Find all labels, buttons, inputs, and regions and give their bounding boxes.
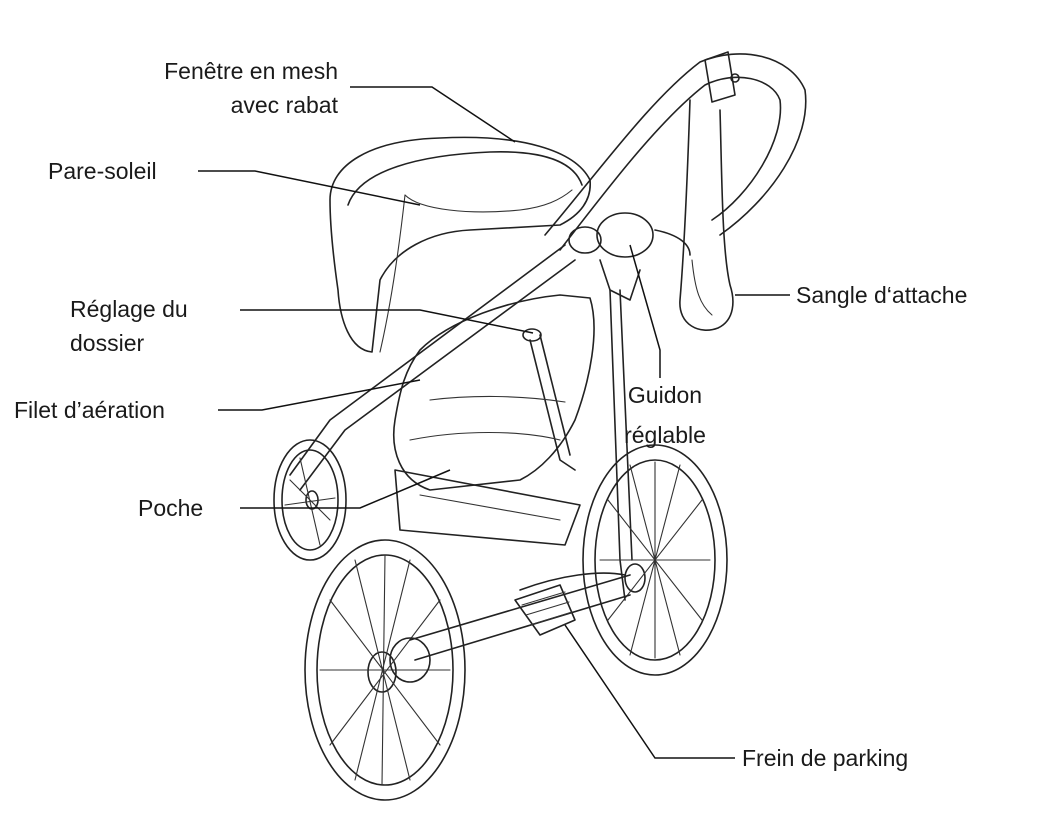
label-wrist-strap: Sangle d‘attache xyxy=(796,278,967,312)
label-ventilation-net: Filet d’aération xyxy=(14,393,165,427)
label-pocket: Poche xyxy=(138,491,203,525)
canopy xyxy=(330,137,590,352)
rear-wheel-left xyxy=(305,540,465,800)
seat xyxy=(394,295,594,545)
label-parking-brake: Frein de parking xyxy=(742,741,908,775)
label-sun-canopy: Pare-soleil xyxy=(48,154,157,188)
leader-mesh-window xyxy=(350,87,515,142)
frame xyxy=(290,245,632,600)
label-mesh-window-line1: Fenêtre en mesh xyxy=(80,54,338,88)
leader-handlebar xyxy=(630,245,660,378)
hinge xyxy=(569,213,690,300)
front-wheel xyxy=(274,440,346,560)
rear-wheel-right xyxy=(583,445,727,675)
label-backrest-line2: dossier xyxy=(70,326,144,360)
leader-sun-canopy xyxy=(198,171,420,205)
label-handlebar-line1: Guidon xyxy=(610,378,720,412)
wrist-strap-drawing xyxy=(680,100,733,330)
leader-parking-brake xyxy=(565,625,735,758)
handlebar xyxy=(545,52,806,250)
label-mesh-window-line2: avec rabat xyxy=(80,88,338,122)
label-handlebar-line2: réglable xyxy=(610,418,720,452)
label-backrest-line1: Réglage du xyxy=(70,292,188,326)
leader-ventilation-net xyxy=(218,380,420,410)
